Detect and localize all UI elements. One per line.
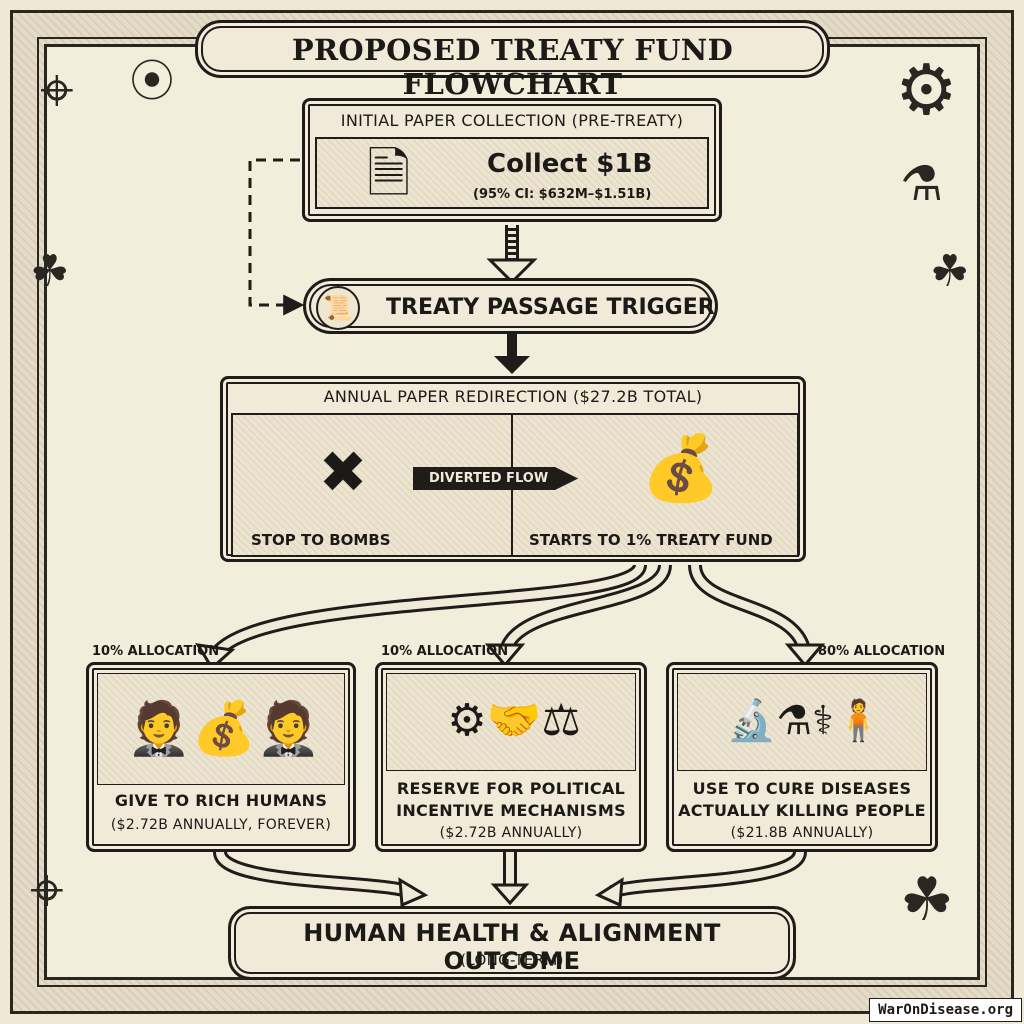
- gears-handshake-scales-icon: ⚙🤝⚖: [447, 695, 581, 746]
- paper-stack-icon: 🗎: [367, 142, 411, 205]
- scroll-icon: 📜: [316, 286, 360, 330]
- flask-icon: ⚗: [900, 156, 944, 212]
- diverted-flow-arrow: DIVERTED FLOW: [413, 467, 579, 490]
- alloc-box-cure: 🔬⚗⚕🧍 USE TO CURE DISEASES ACTUALLY KILLI…: [666, 662, 938, 852]
- alloc-political-line2: INCENTIVE MECHANISMS: [396, 801, 626, 820]
- watermark-link[interactable]: WarOnDisease.org: [869, 998, 1022, 1022]
- science-medicine-icon: 🔬⚗⚕🧍: [726, 698, 884, 744]
- leaf-icon: ☘: [30, 246, 70, 297]
- pre-treaty-dashed-connector: [248, 158, 305, 316]
- alloc-cure-line1: USE TO CURE DISEASES: [692, 779, 912, 798]
- outcome-label: HUMAN HEALTH & ALIGNMENT OUTCOME: [303, 919, 721, 975]
- alloc-pct-political: 10% ALLOCATION: [381, 644, 509, 659]
- leaf-icon: ☘: [900, 865, 954, 935]
- leaf-icon: ☘: [930, 246, 970, 297]
- trigger-label: TREATY PASSAGE TRIGGER: [386, 295, 715, 320]
- alloc-rich-line1: GIVE TO RICH HUMANS: [114, 791, 328, 810]
- alloc-rich-amount: ($2.72B ANNUALLY, FOREVER): [110, 817, 332, 833]
- telescope-icon: ⦿: [130, 56, 174, 107]
- redirection-label: ANNUAL PAPER REDIRECTION ($27.2B TOTAL): [323, 387, 703, 406]
- start-caption: STARTS TO 1% TREATY FUND: [529, 531, 773, 549]
- treasure-chest-icon: 💰: [641, 432, 721, 506]
- stop-caption: STOP TO BOMBS: [251, 531, 391, 549]
- alloc-cure-amount: ($21.8B ANNUALLY): [730, 825, 874, 841]
- alloc-political-amount: ($2.72B ANNUALLY): [439, 825, 583, 841]
- outcome-sub: (LONG-TERM): [460, 951, 564, 969]
- title-banner: PROPOSED TREATY FUND FLOWCHART: [195, 20, 830, 101]
- alloc-pct-cure: 80% ALLOCATION: [818, 644, 946, 659]
- alloc-box-rich: 🤵💰🤵 GIVE TO RICH HUMANS ($2.72B ANNUALLY…: [86, 662, 356, 852]
- page-title: PROPOSED TREATY FUND FLOWCHART: [291, 33, 734, 101]
- alloc-box-political: ⚙🤝⚖ RESERVE FOR POLITICAL INCENTIVE MECH…: [375, 662, 647, 852]
- outcome-box: HUMAN HEALTH & ALIGNMENT OUTCOME (LONG-T…: [228, 906, 796, 980]
- initial-label: INITIAL PAPER COLLECTION (PRE-TREATY): [340, 111, 684, 130]
- alloc-pct-rich: 10% ALLOCATION: [92, 644, 220, 659]
- treaty-trigger-box: 📜 TREATY PASSAGE TRIGGER: [303, 278, 718, 334]
- initial-amount: Collect $1B: [487, 149, 653, 179]
- redirection-box: ANNUAL PAPER REDIRECTION ($27.2B TOTAL) …: [220, 376, 806, 562]
- initial-collection-box: INITIAL PAPER COLLECTION (PRE-TREATY) 🗎 …: [302, 98, 722, 222]
- alloc-political-line1: RESERVE FOR POLITICAL: [396, 779, 626, 798]
- gear-ornament-icon: ⚙: [895, 49, 958, 131]
- rich-men-icon: 🤵💰🤵: [126, 699, 322, 759]
- bombs-crossed-icon: ✖: [318, 438, 368, 506]
- initial-ci: (95% CI: $632M–$1.51B): [473, 187, 652, 202]
- compass-icon: ⌖: [40, 55, 74, 125]
- compass-icon: ⌖: [30, 855, 64, 925]
- alloc-cure-line2: ACTUALLY KILLING PEOPLE: [678, 801, 926, 820]
- diverted-flow-label: DIVERTED FLOW: [429, 471, 549, 486]
